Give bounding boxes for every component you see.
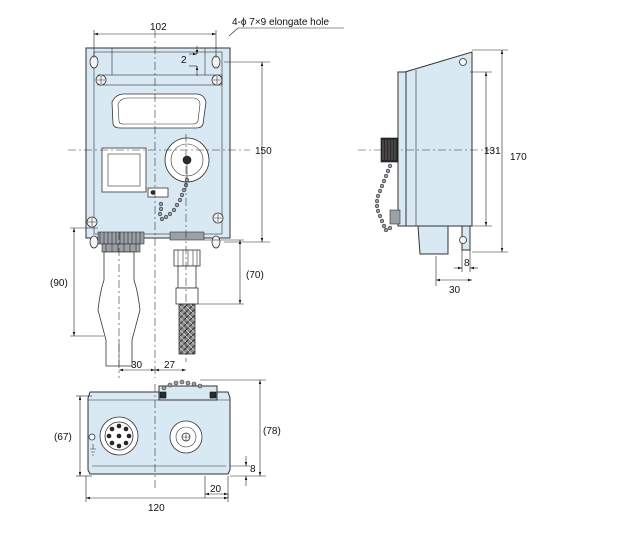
dim-cable-right: (70) [246,270,264,281]
connector-left [97,231,145,253]
dim-side-outer-height: 170 [510,152,527,163]
dim-cable-left: (90) [50,278,68,289]
front-dimensions: 102 4-ϕ 7×9 elongate hole 2 150 (90) (70… [50,17,344,372]
front-view [85,47,231,367]
dim-front-height: 150 [255,146,272,157]
connector-right [169,231,205,305]
bottom-dimensions: (67) (78) 8 20 120 [54,379,281,514]
display-window [111,93,207,129]
cable-braided [178,303,196,355]
side-dimensions: 131 170 8 30 [435,49,527,296]
side-foot [417,225,449,255]
dim-bottom-offset: 20 [210,484,222,495]
side-housing [404,51,473,227]
dim-spacing-right: 27 [164,360,176,371]
side-chain [374,163,393,233]
bottom-view [87,379,231,475]
front-housing-inner-edge [93,51,223,235]
side-view [374,51,473,255]
cap-knob [182,155,192,165]
cap-chain [157,177,190,222]
mounting-hole-bottom-right [211,235,221,249]
ground-icon [90,444,96,456]
indicator-window [101,147,147,193]
side-front-panel [397,71,407,227]
dim-side-foot: 8 [464,258,470,269]
dim-front-width: 102 [150,22,167,33]
bottom-chain [161,379,203,391]
connector-pins [106,423,132,449]
bottom-boss [158,385,218,401]
dim-side-depth: 30 [449,285,461,296]
chain-anchor [147,187,169,198]
mounting-hole-bottom-left [89,235,99,249]
ground-screw [88,433,96,441]
dim-hole-offset: 2 [181,55,187,66]
dim-side-inner-height: 131 [484,146,501,157]
hole-note: 4-ϕ 7×9 elongate hole [232,17,330,28]
dim-bottom-foot: 8 [250,464,256,475]
dim-bottom-height-left: (67) [54,432,72,443]
front-housing [85,47,231,239]
dim-spacing-left: 30 [131,360,143,371]
dim-bottom-width: 120 [148,503,165,514]
dim-bottom-height-right: (78) [263,426,281,437]
